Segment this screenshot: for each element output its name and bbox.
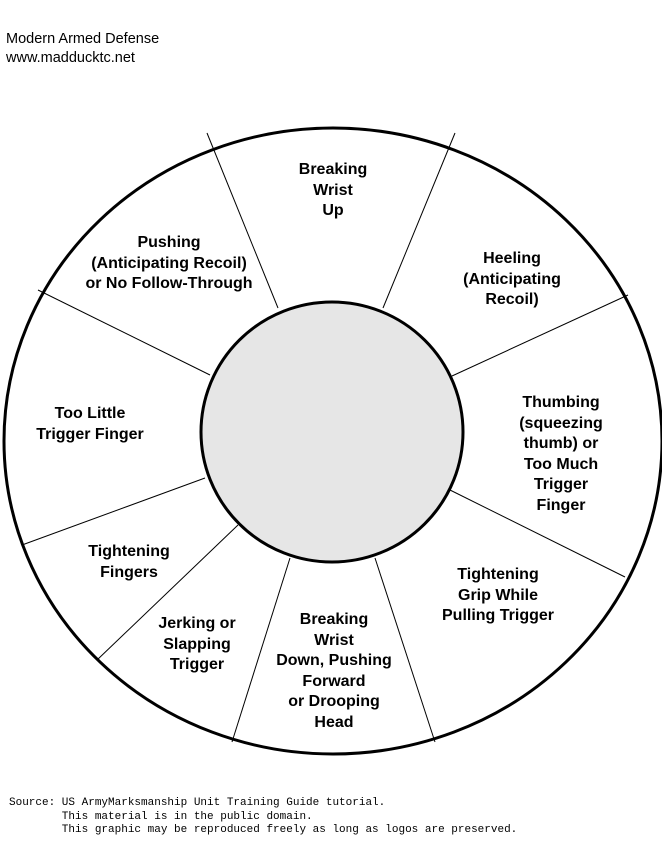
divider-line xyxy=(382,132,456,309)
source-footer: Source: US ArmyMarksmanship Unit Trainin… xyxy=(9,797,517,838)
segment-dividers xyxy=(21,132,629,743)
center-circle xyxy=(199,300,465,564)
diagram-title: Modern Armed Defense xyxy=(6,31,160,47)
divider-line xyxy=(231,557,291,743)
divider-line xyxy=(96,524,239,661)
segment-jerking: Jerking or Slapping Trigger xyxy=(158,615,236,673)
segment-tightening-fingers: Tightening Fingers xyxy=(88,543,170,581)
segment-breaking-wrist-down: Breaking Wrist Down, Pushing Forward or … xyxy=(276,611,392,731)
divider-line xyxy=(21,477,206,546)
divider-line xyxy=(374,557,436,743)
divider-line xyxy=(37,289,211,376)
divider-line xyxy=(449,489,626,578)
divider-line xyxy=(451,294,629,377)
footer-public-domain: This material is in the public domain. xyxy=(9,810,313,823)
segment-breaking-wrist-up: Breaking Wrist Up xyxy=(298,161,368,219)
footer-source: Source: US ArmyMarksmanship Unit Trainin… xyxy=(9,797,386,809)
segment-too-little-finger: Too Little Trigger Finger xyxy=(36,405,144,443)
segment-heeling: Heeling (Anticipating Recoil) xyxy=(463,250,561,308)
divider-line xyxy=(206,132,279,309)
segment-pushing: Pushing (Anticipating Recoil) or No Foll… xyxy=(85,234,253,292)
website-link[interactable]: www.madducktc.net xyxy=(6,50,135,66)
segment-thumbing: Thumbing (squeezing thumb) or Too Much T… xyxy=(519,394,603,514)
segment-tightening-grip: Tightening Grip While Pulling Trigger xyxy=(441,566,555,624)
footer-reproduction: This graphic may be reproduced freely as… xyxy=(9,824,518,836)
